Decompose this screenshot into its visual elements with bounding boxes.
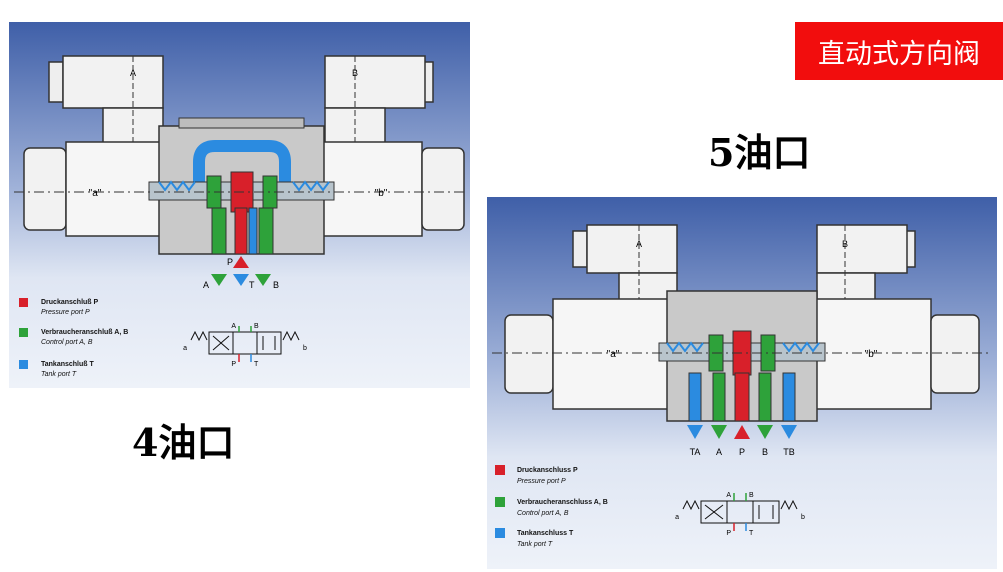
port-p-channel [734, 372, 750, 422]
page-title: 直动式方向阀 [818, 38, 980, 70]
svg-text:Verbraucheranschluss A, B: Verbraucheranschluss A, B [517, 499, 608, 506]
svg-text:Control port A, B: Control port A, B [41, 339, 93, 346]
svg-text:T: T [749, 530, 754, 537]
hydraulic-symbol [682, 493, 798, 531]
title-box: 直动式方向阀 [795, 22, 1003, 80]
port-a-arrow [211, 274, 227, 286]
port-p-arrow [233, 256, 249, 268]
solenoid-b-label: B [352, 68, 358, 78]
solenoid-b-label: B [842, 239, 848, 249]
solenoid-a [572, 224, 678, 307]
legend: Druckanschluß P Pressure port P Verbrauc… [19, 298, 128, 378]
spring-b [292, 180, 330, 192]
svg-text:P: P [726, 530, 731, 537]
port-p-label: P [739, 447, 745, 457]
svg-text:Verbraucheranschluß A, B: Verbraucheranschluß A, B [41, 329, 128, 336]
four-port-valve-panel: A B "a" "b" [9, 22, 470, 388]
svg-text:b: b [801, 514, 805, 521]
coil-a [504, 314, 554, 394]
port-tb-label: TB [783, 447, 795, 457]
svg-text:Control port A, B: Control port A, B [517, 510, 569, 517]
coil-a [23, 147, 67, 231]
svg-text:Pressure port P: Pressure port P [517, 478, 566, 485]
svg-text:Druckanschluß P: Druckanschluß P [41, 299, 99, 306]
port-a-label: A [716, 447, 722, 457]
port-a-channel [712, 372, 726, 422]
hydraulic-symbol [190, 326, 300, 362]
svg-text:a: a [675, 514, 679, 521]
svg-text:b: b [303, 345, 307, 352]
port-a-label: A [203, 280, 209, 290]
caption-five-port: 5油口 [708, 130, 811, 175]
solenoid-b [816, 224, 916, 307]
port-t-arrow [233, 274, 249, 286]
port-b-channel [758, 372, 772, 422]
svg-text:Druckanschluss P: Druckanschluss P [517, 467, 578, 474]
port-b-label: B [273, 280, 279, 290]
spring-a [158, 180, 196, 192]
port-tb-arrow [781, 425, 797, 439]
svg-text:Tankanschluss T: Tankanschluss T [517, 530, 574, 537]
port-b-arrow [255, 274, 271, 286]
port-ta-arrow [687, 425, 703, 439]
legend: Druckanschluss P Pressure port P Verbrau… [495, 465, 608, 548]
spring-a [666, 341, 704, 353]
caption-four-port: 4油口 [132, 420, 235, 465]
svg-text:T: T [254, 361, 259, 368]
port-t-channel [248, 207, 258, 255]
four-port-valve-diagram: A B "a" "b" [9, 22, 470, 388]
port-ta-channel [688, 372, 702, 422]
port-t-label: T [249, 280, 255, 290]
five-port-valve-diagram: A B "a" "b" [487, 197, 997, 569]
coil-b [421, 147, 465, 231]
coil-b [930, 314, 980, 394]
svg-text:B: B [254, 323, 259, 330]
port-b-arrow [757, 425, 773, 439]
five-port-valve-panel: A B "a" "b" [487, 197, 997, 569]
port-ta-label: TA [690, 447, 701, 457]
svg-text:Tank port T: Tank port T [41, 371, 77, 378]
port-p-arrow [734, 425, 750, 439]
svg-text:Tankanschluß T: Tankanschluß T [41, 361, 94, 368]
port-tb-channel [782, 372, 796, 422]
svg-text:A: A [231, 323, 236, 330]
side-b-label: "b" [375, 188, 388, 199]
port-a-channel [211, 207, 227, 255]
svg-text:A: A [726, 492, 731, 499]
port-b-label: B [762, 447, 768, 457]
port-p-label: P [227, 257, 233, 267]
side-a-label: "a" [89, 188, 102, 199]
port-p-channel [234, 207, 248, 255]
solenoid-a-label: A [130, 68, 136, 78]
port-b-channel [258, 207, 274, 255]
svg-text:Tank port T: Tank port T [517, 541, 553, 548]
svg-text:P: P [231, 361, 236, 368]
spring-b [782, 341, 820, 353]
tank-channel [193, 140, 291, 198]
side-a-label: "a" [607, 349, 620, 360]
solenoid-a-label: A [636, 239, 642, 249]
svg-text:Pressure port P: Pressure port P [41, 309, 90, 316]
svg-text:a: a [183, 345, 187, 352]
svg-text:B: B [749, 492, 754, 499]
port-a-arrow [711, 425, 727, 439]
side-b-label: "b" [865, 349, 878, 360]
